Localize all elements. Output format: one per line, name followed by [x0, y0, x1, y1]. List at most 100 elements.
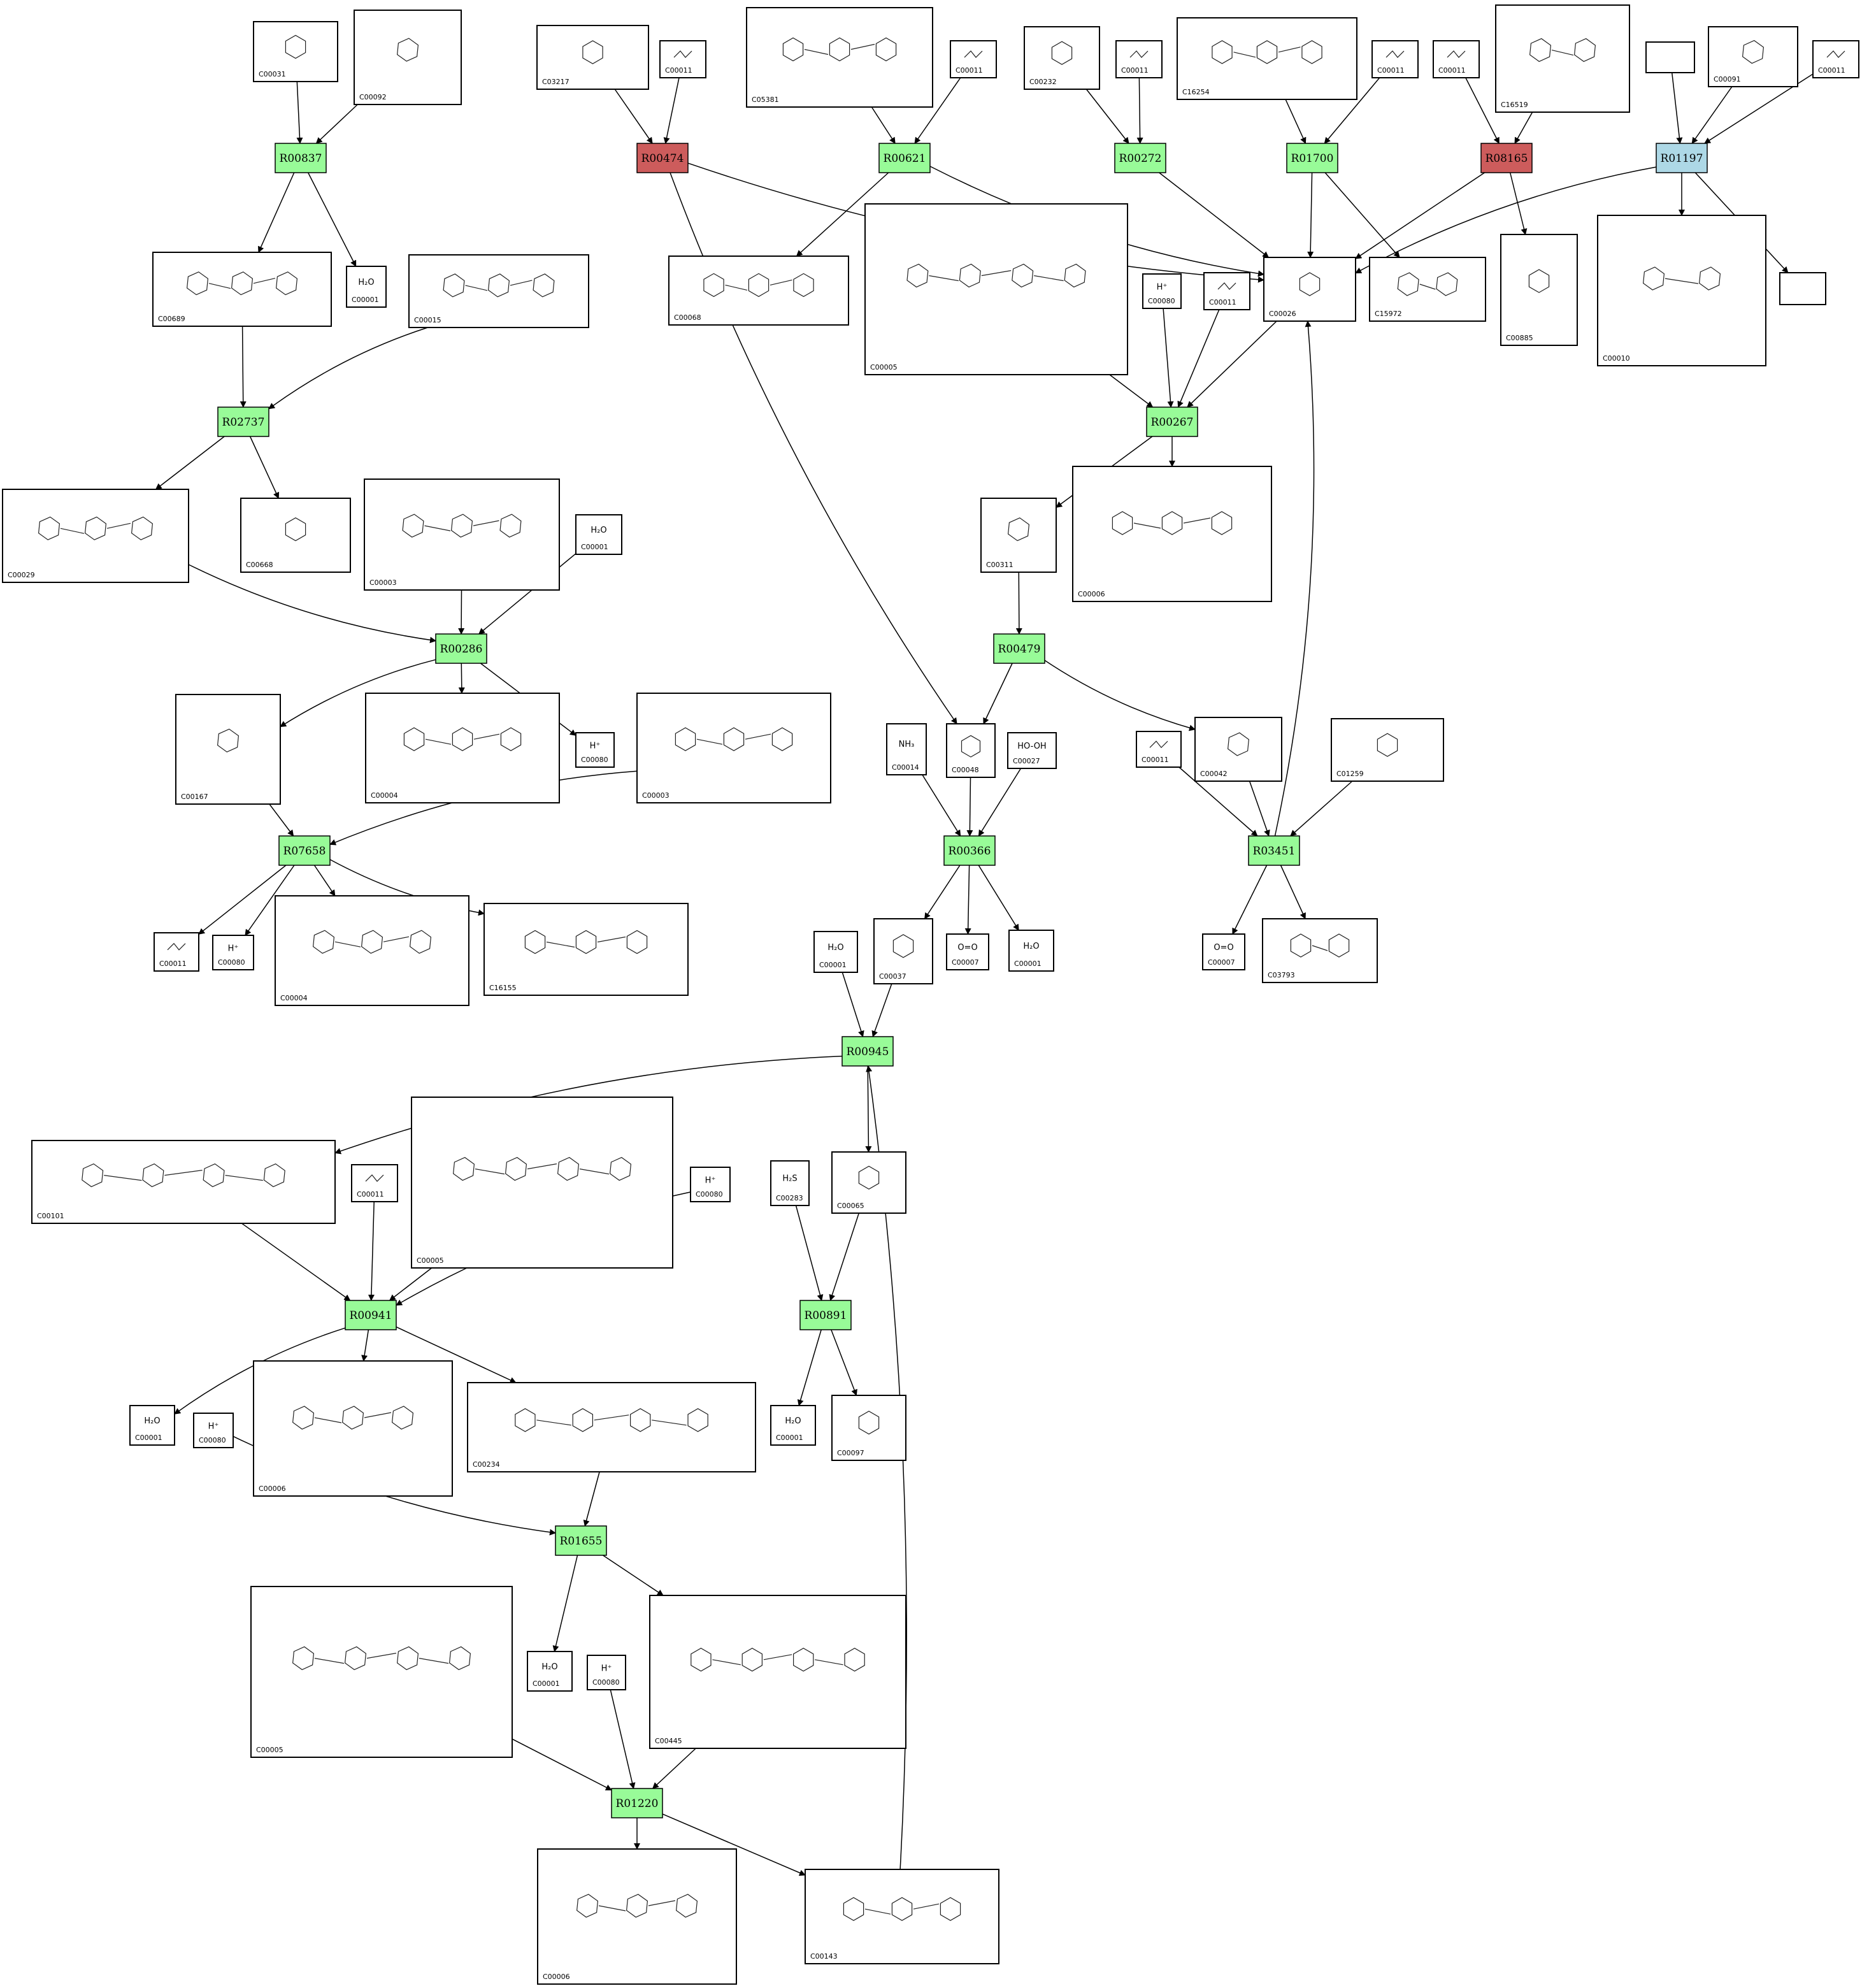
compound-blank2[interactable]: [1779, 272, 1826, 305]
compound-c00080a[interactable]: H⁺C00080: [1142, 273, 1182, 309]
compound-c00091[interactable]: C00091: [1708, 26, 1798, 87]
compound-c00015[interactable]: C00015: [408, 254, 589, 328]
compound-c00011h[interactable]: C00011: [1136, 731, 1182, 768]
reaction-R00941[interactable]: R00941: [345, 1300, 397, 1330]
structure-bond: [475, 1169, 505, 1175]
reaction-R00479[interactable]: R00479: [993, 633, 1045, 664]
compound-c00080d[interactable]: H⁺C00080: [690, 1167, 731, 1202]
compound-c00080b[interactable]: H⁺C00080: [575, 732, 615, 768]
compound-c00080c[interactable]: H⁺C00080: [212, 935, 254, 970]
compound-blank1[interactable]: [1645, 41, 1695, 73]
reaction-R03451[interactable]: R03451: [1248, 835, 1300, 866]
compound-c00042[interactable]: C00042: [1194, 717, 1282, 782]
edge-R00366-to-c00037: [924, 865, 961, 919]
reaction-R07658[interactable]: R07658: [278, 835, 331, 866]
compound-c00143[interactable]: C00143: [805, 1869, 999, 1964]
compound-c00010[interactable]: C00010: [1597, 215, 1766, 366]
compound-c00668[interactable]: C00668: [240, 498, 351, 573]
reaction-R00267[interactable]: R00267: [1146, 407, 1198, 437]
compound-c00011j[interactable]: C00011: [351, 1164, 398, 1202]
reaction-R02737[interactable]: R02737: [217, 407, 269, 437]
compound-box: [31, 1140, 336, 1224]
compound-c00048[interactable]: C00048: [946, 723, 996, 778]
reaction-R01197[interactable]: R01197: [1656, 143, 1708, 173]
compound-c00011e[interactable]: C00011: [1433, 40, 1480, 78]
compound-c00003a[interactable]: C00003: [364, 479, 560, 591]
compound-c00037[interactable]: C00037: [873, 918, 933, 984]
compound-c00005b[interactable]: C00005: [411, 1097, 673, 1269]
compound-c00031[interactable]: C00031: [253, 21, 338, 82]
compound-c00065[interactable]: C00065: [831, 1151, 906, 1214]
compound-c00097[interactable]: C00097: [831, 1395, 906, 1461]
compound-c00080f[interactable]: H⁺C00080: [587, 1655, 626, 1690]
compound-formula: H₂S: [782, 1174, 797, 1184]
compound-id: C00097: [837, 1449, 864, 1457]
compound-c00445[interactable]: C00445: [649, 1595, 906, 1749]
compound-c00005a[interactable]: C00005: [864, 203, 1128, 375]
compound-c00080e[interactable]: H⁺C00080: [193, 1413, 234, 1448]
compound-c00232[interactable]: C00232: [1024, 26, 1100, 90]
reaction-R01700[interactable]: R01700: [1286, 143, 1338, 173]
compound-c00167[interactable]: C00167: [175, 694, 281, 805]
reaction-R08165[interactable]: R08165: [1480, 143, 1533, 173]
reaction-R01655[interactable]: R01655: [555, 1525, 607, 1556]
reaction-R00891[interactable]: R00891: [799, 1300, 852, 1330]
compound-c00885[interactable]: C00885: [1500, 234, 1578, 346]
compound-c05381[interactable]: C05381: [746, 7, 933, 108]
reaction-R00272[interactable]: R00272: [1114, 143, 1166, 173]
compound-c16254[interactable]: C16254: [1177, 17, 1357, 100]
reaction-R00945[interactable]: R00945: [841, 1036, 894, 1067]
compound-c00006c[interactable]: C00006: [537, 1848, 737, 1985]
compound-c00311[interactable]: C00311: [980, 498, 1057, 573]
edge-R07658-to-c00080c: [245, 865, 295, 936]
compound-c03217[interactable]: C03217: [536, 25, 649, 90]
compound-c00011f[interactable]: C00011: [1812, 40, 1859, 78]
reaction-box: [611, 1788, 663, 1818]
reaction-R00837[interactable]: R00837: [275, 143, 327, 173]
compound-c00029[interactable]: C00029: [2, 489, 189, 583]
compound-c00004a[interactable]: C00004: [365, 693, 560, 803]
compound-c00068[interactable]: C00068: [668, 255, 849, 326]
structure-bond: [594, 1414, 629, 1421]
compound-c00011c[interactable]: C00011: [1115, 40, 1163, 78]
reaction-R00474[interactable]: R00474: [636, 143, 689, 173]
reaction-R01220[interactable]: R01220: [611, 1788, 663, 1818]
compound-c00005c[interactable]: C00005: [250, 1586, 513, 1758]
compound-c00092[interactable]: C00092: [354, 10, 462, 105]
reaction-R00286[interactable]: R00286: [435, 633, 487, 664]
structure-ring: [487, 273, 510, 298]
compound-c00006b[interactable]: C00006: [253, 1360, 453, 1497]
compound-c16519[interactable]: C16519: [1495, 4, 1630, 113]
compound-c16155[interactable]: C16155: [483, 903, 689, 996]
compound-c00011i[interactable]: C00011: [154, 932, 199, 972]
compound-c15972[interactable]: C15972: [1369, 257, 1486, 322]
compound-c00101[interactable]: C00101: [31, 1140, 336, 1224]
compound-c00006a[interactable]: C00006: [1072, 466, 1272, 602]
compound-c00026[interactable]: C00026: [1263, 257, 1356, 322]
compound-c00003b[interactable]: C00003: [636, 693, 831, 803]
reaction-R00621[interactable]: R00621: [878, 143, 931, 173]
compound-c00234[interactable]: C00234: [467, 1382, 756, 1472]
reaction-R00366[interactable]: R00366: [943, 835, 996, 866]
compound-c00011g[interactable]: C00011: [1203, 272, 1250, 310]
compound-c00011b[interactable]: C00011: [950, 40, 997, 78]
edge-R00837-to-c00689: [258, 172, 295, 253]
compound-c00011a[interactable]: C00011: [659, 40, 706, 78]
compound-c00004b[interactable]: C00004: [275, 895, 469, 1006]
compound-c01259[interactable]: C01259: [1331, 718, 1444, 782]
compound-c00011d[interactable]: C00011: [1371, 40, 1419, 78]
compound-c03793[interactable]: C03793: [1262, 918, 1378, 983]
compound-c00689[interactable]: C00689: [152, 252, 332, 327]
